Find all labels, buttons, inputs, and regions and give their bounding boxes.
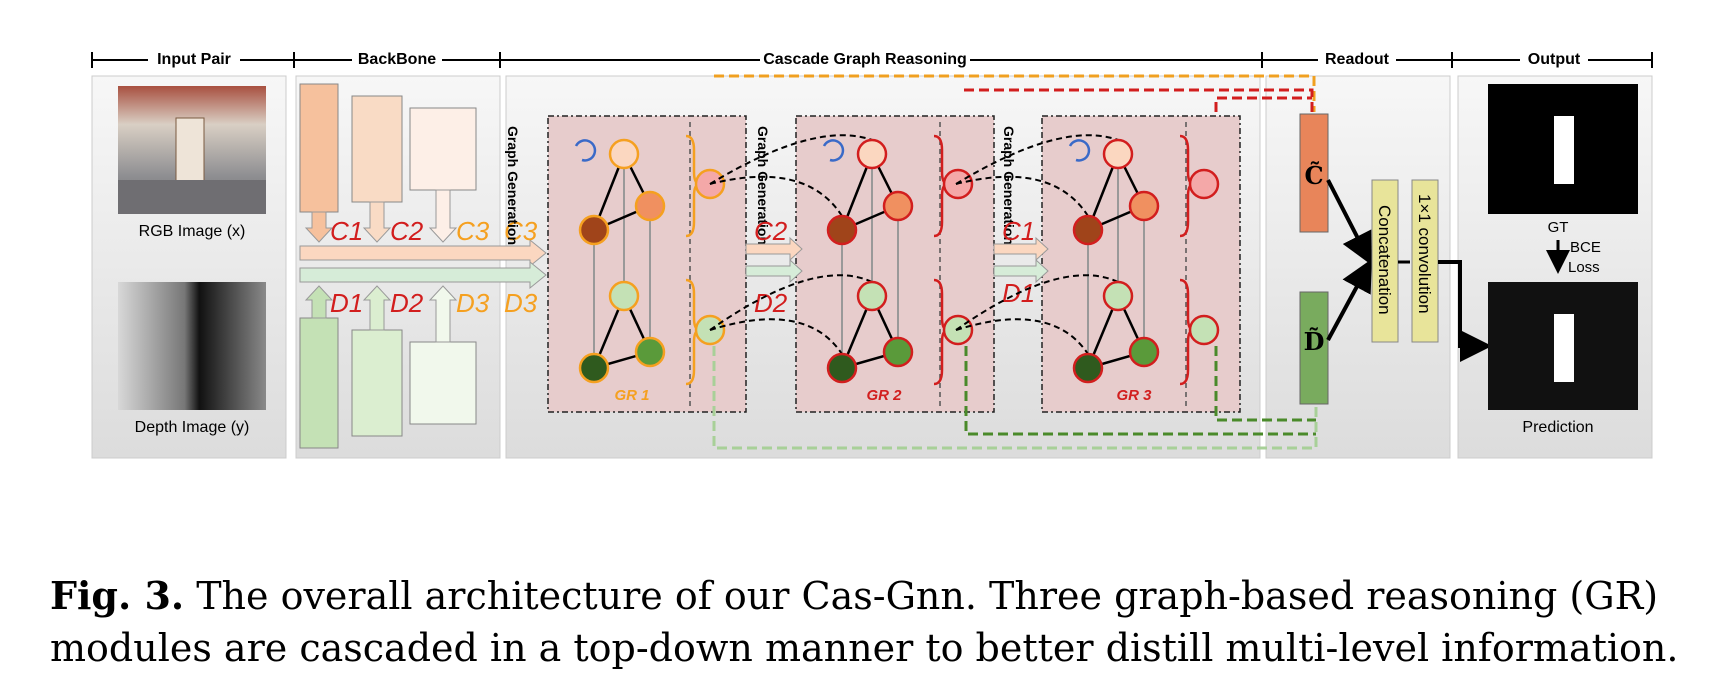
conv-label: 1×1 convolution: [1415, 194, 1434, 314]
graph-node: [882, 336, 914, 368]
depth-image-label: Depth Image (y): [135, 419, 250, 436]
d2-label: D2: [390, 288, 424, 318]
graph-generation-label-3: Graph Generation: [1001, 126, 1017, 245]
arc-edge: [709, 175, 843, 217]
backbone: C1 C2 C3 D1 D2 D3 C3 D3: [299, 83, 547, 449]
input-pair: RGB Image (x) Depth Image (y): [118, 86, 266, 436]
gr1-label: GR 1: [614, 387, 649, 404]
refresh-icon: [822, 139, 845, 162]
graph-node: [634, 336, 666, 368]
arc-edge: [709, 274, 873, 331]
section-readout: Readout: [1325, 51, 1390, 68]
c2-label: C2: [390, 216, 424, 246]
graph-node: [1072, 214, 1104, 246]
graph-node: [1072, 352, 1104, 384]
stream-c3-label: C3: [504, 216, 538, 246]
refresh-icon: [1068, 139, 1091, 162]
figure-label: Fig. 3.: [50, 573, 185, 618]
graph-node: [1128, 190, 1160, 222]
c-tilde-label: C̃: [1304, 161, 1323, 190]
arc-edge: [955, 134, 1119, 185]
figure-caption: Fig. 3. The overall architecture of our …: [50, 570, 1690, 674]
d-tilde-bar: [1299, 291, 1329, 405]
long-connections: [712, 74, 1318, 450]
section-cascade: Cascade Graph Reasoning: [763, 51, 967, 68]
stream-c1-label: C1: [1002, 216, 1035, 246]
section-header: Input Pair BackBone Cascade Graph Reason…: [91, 46, 1653, 70]
caption-text: The overall architecture of our Cas-Gnn.…: [50, 574, 1679, 670]
output: GT BCE Loss Prediction: [1488, 84, 1638, 436]
graph-node: [1188, 168, 1220, 200]
graph-node: [1102, 280, 1134, 312]
graph-node: [578, 352, 610, 384]
stream-d2-label: D2: [754, 288, 788, 318]
graph-node: [826, 214, 858, 246]
graph-generation-label-1: Graph Generation: [505, 126, 521, 245]
stream-d3-label: D3: [504, 288, 538, 318]
d-tilde-label: D̃: [1304, 327, 1325, 356]
graph-node: [634, 190, 666, 222]
loss-label: Loss: [1568, 259, 1600, 276]
inter-module-streams: C2 D2 C1 D1: [745, 216, 1049, 318]
c1-label: C1: [330, 216, 363, 246]
graph-node: [882, 190, 914, 222]
graph-node: [826, 352, 858, 384]
graph-node: [1128, 336, 1160, 368]
graph-node: [856, 280, 888, 312]
rgb-image-label: RGB Image (x): [139, 223, 246, 240]
bce-label: BCE: [1570, 239, 1601, 256]
arc-edge: [709, 134, 873, 185]
c-tilde-bar: [1299, 113, 1329, 233]
prediction-label: Prediction: [1522, 419, 1593, 436]
graph-node: [856, 138, 888, 170]
graph-node: [608, 138, 640, 170]
section-output: Output: [1528, 51, 1581, 68]
stream-c2-label: C2: [754, 216, 788, 246]
architecture-figure: Input Pair BackBone Cascade Graph Reason…: [91, 46, 1653, 459]
refresh-icon: [574, 139, 597, 162]
section-input-pair: Input Pair: [157, 51, 231, 68]
depth-image: [118, 282, 266, 410]
gt-label: GT: [1548, 219, 1569, 236]
c3-label: C3: [456, 216, 490, 246]
readout: C̃ D̃ Concatenation 1×1 convolution: [1299, 113, 1492, 405]
d1-label: D1: [330, 288, 363, 318]
graph-node: [608, 280, 640, 312]
graph-layer: [574, 134, 1220, 386]
graph-node: [1188, 314, 1220, 346]
gr2-label: GR 2: [866, 387, 902, 404]
graph-generation-label-2: Graph Generation: [755, 126, 771, 245]
arc-edge: [709, 318, 843, 355]
graph-node: [578, 214, 610, 246]
arc-edge: [955, 318, 1089, 355]
arc-edge: [955, 274, 1119, 331]
concatenation-label: Concatenation: [1375, 205, 1394, 315]
arc-edge: [955, 175, 1089, 217]
d3-label: D3: [456, 288, 490, 318]
gr3-label: GR 3: [1116, 387, 1152, 404]
graph-node: [1102, 138, 1134, 170]
section-backbone: BackBone: [358, 51, 436, 68]
